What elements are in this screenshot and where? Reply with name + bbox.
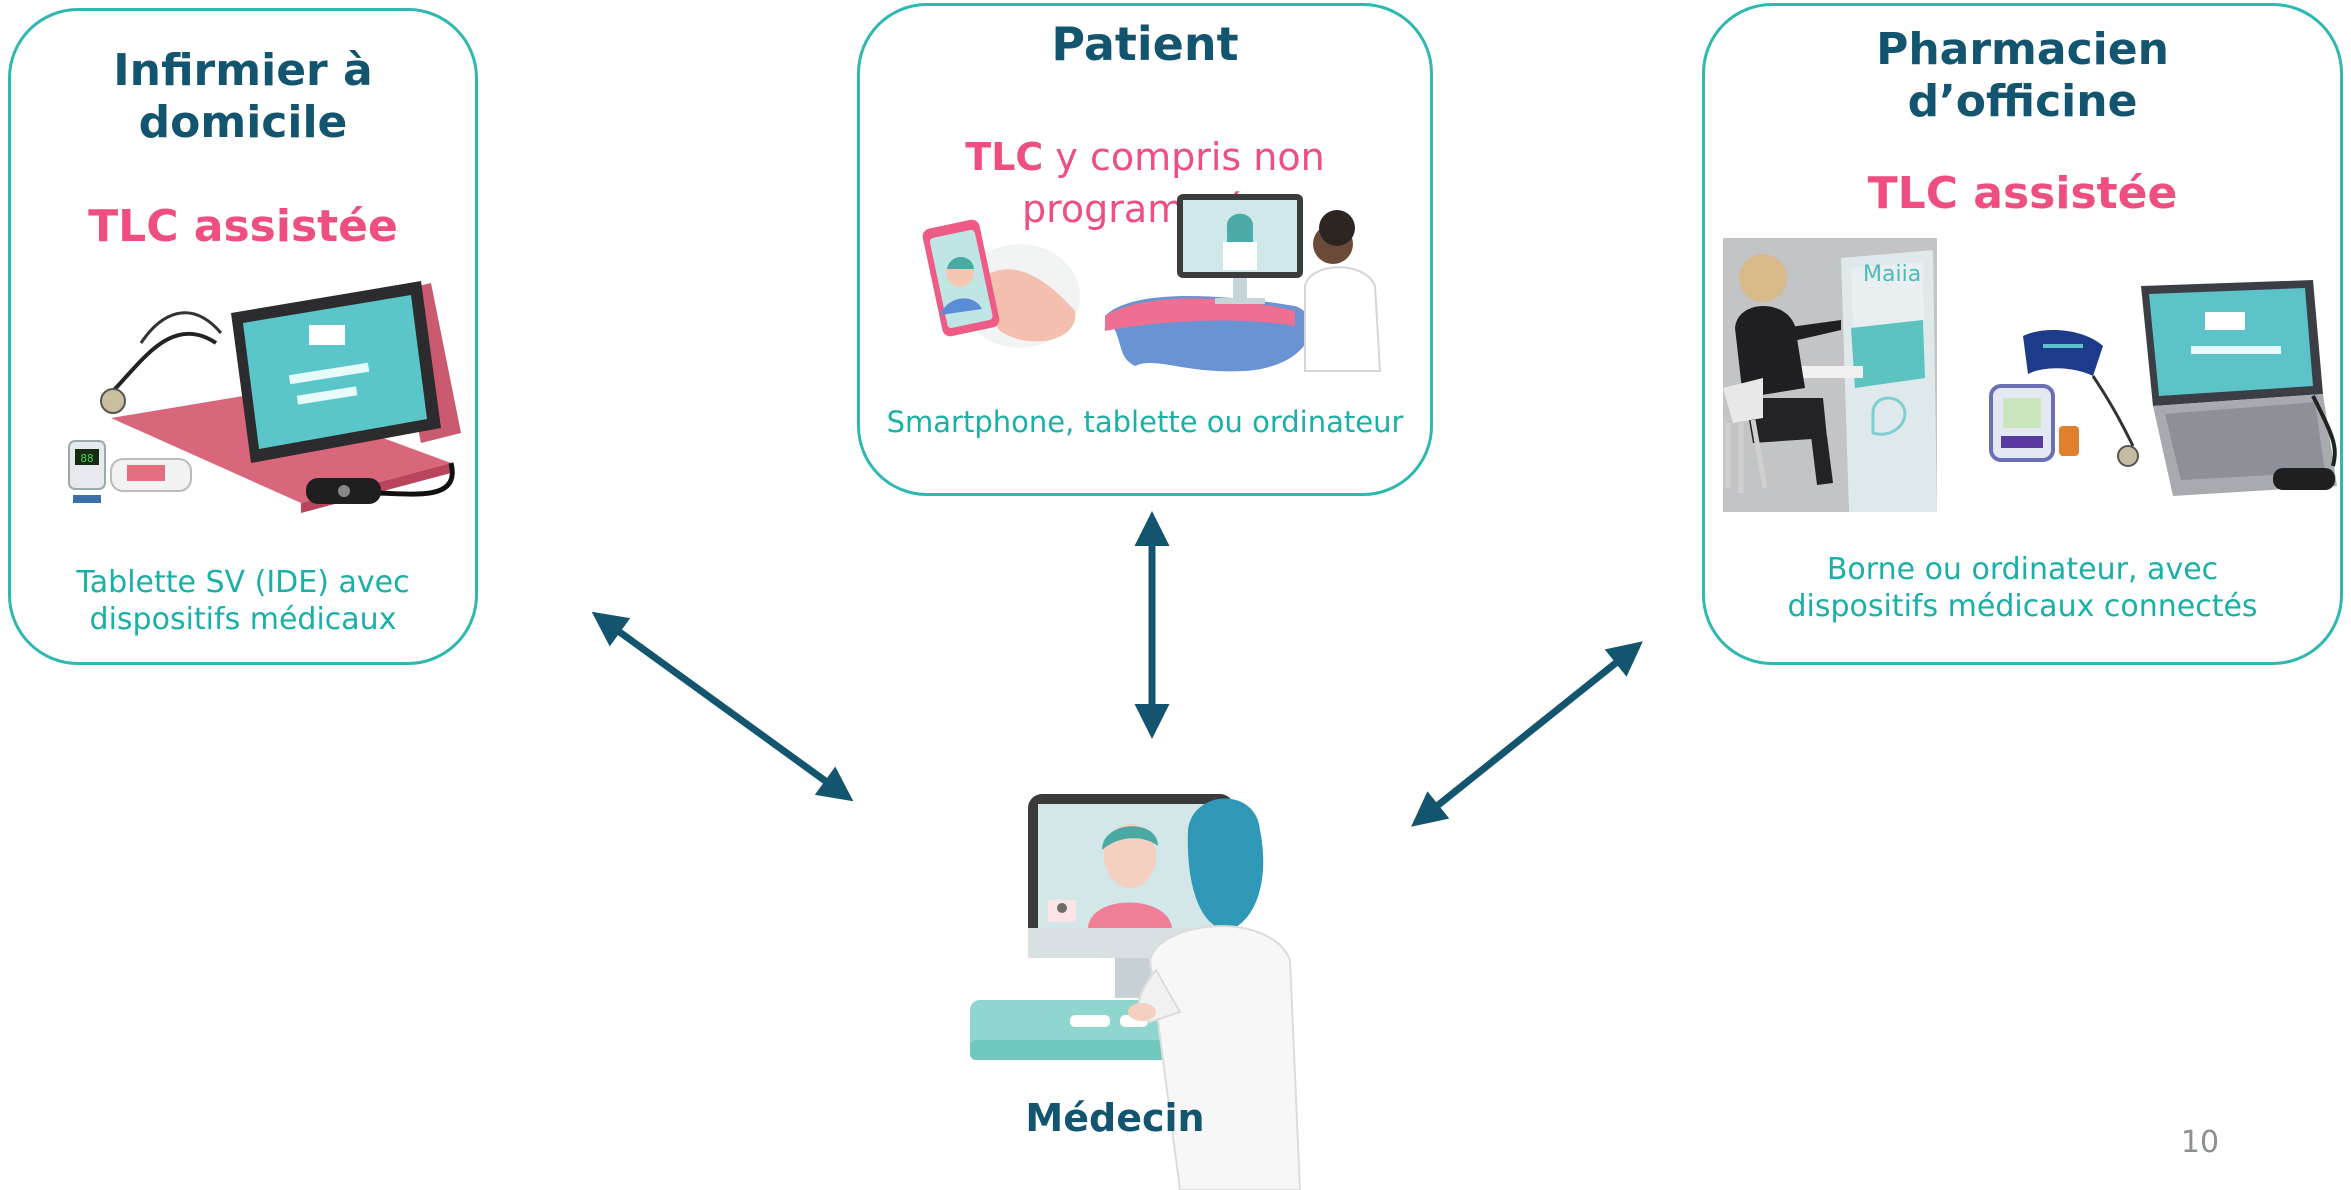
svg-text:88: 88	[80, 452, 93, 465]
card-infirmier: Infirmier à domicile TLC assistée 88 Tab…	[8, 8, 478, 665]
card-pharmacien: Pharmacien d’officine TLC assistée Maiia	[1702, 3, 2343, 665]
arrow-pharmacien-medecin	[1411, 641, 1643, 827]
card-patient: Patient TLC y compris non programmée Sma…	[857, 3, 1433, 496]
tlc-mode: TLC assistée	[1867, 168, 2178, 219]
card-title: Pharmacien d’officine	[1876, 24, 2169, 127]
doctor-at-computer-illustration	[970, 794, 1302, 1190]
card-caption: Smartphone, tablette ou ordinateur	[886, 405, 1404, 439]
tablet-kit-illustration: 88	[68, 281, 461, 513]
pharmacy-kiosk-photo: Maiia	[1723, 238, 1937, 512]
laptop-devices-illustration	[1989, 280, 2337, 496]
kiosk-screen-text: Maiia	[1863, 262, 1922, 287]
smartphone-video-call-illustration	[922, 219, 1080, 348]
arrow-infirmier-medecin	[591, 611, 854, 802]
card-title: Patient	[1051, 17, 1239, 71]
desktop-doctor-illustration	[1105, 194, 1382, 372]
card-title: Infirmier à domicile	[113, 45, 373, 148]
medecin-label: Médecin	[1025, 1096, 1205, 1140]
card-caption: Borne ou ordinateur, avec dispositifs mé…	[1787, 552, 2258, 624]
page-number: 10	[2180, 1125, 2220, 1160]
card-caption: Tablette SV (IDE) avec dispositifs médic…	[76, 565, 410, 637]
tlc-mode: TLC assistée	[88, 201, 398, 252]
